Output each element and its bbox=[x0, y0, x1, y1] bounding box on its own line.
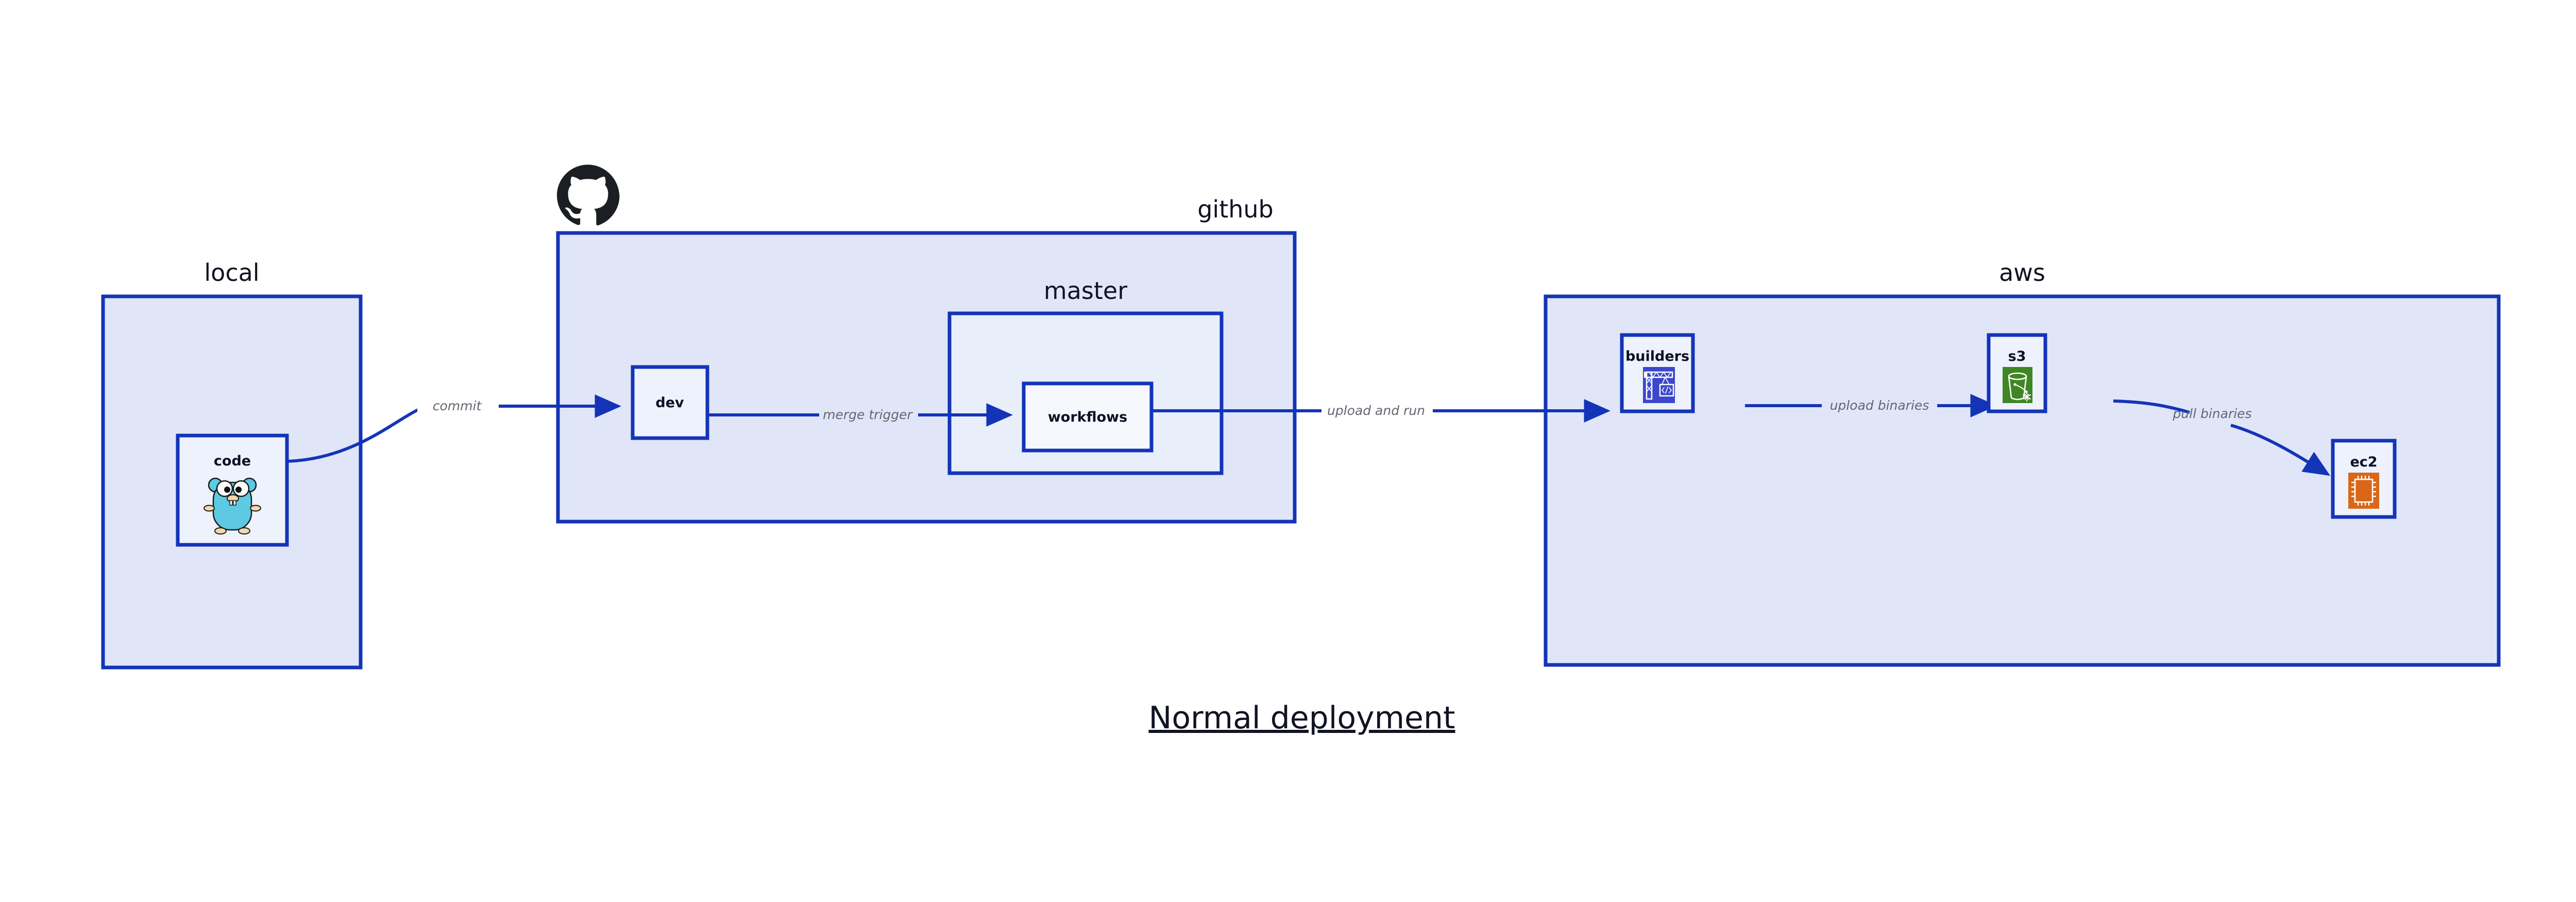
go-gopher-icon bbox=[204, 477, 261, 534]
edge-pull-binaries-label: pull binaries bbox=[2172, 406, 2251, 421]
node-s3[interactable]: s3 bbox=[1987, 333, 2047, 413]
node-code-label: code bbox=[214, 453, 251, 469]
node-code[interactable]: code bbox=[176, 433, 289, 547]
node-workflows-label: workflows bbox=[1048, 409, 1127, 425]
diagram-title: Normal deployment bbox=[1148, 700, 1455, 736]
node-s3-label: s3 bbox=[2008, 348, 2026, 364]
edge-pull-binaries-path-a bbox=[2113, 399, 2190, 414]
aws-s3-icon bbox=[2003, 367, 2032, 403]
edge-pull-binaries: pull binaries bbox=[2113, 399, 2331, 476]
group-github: github master bbox=[556, 195, 1297, 524]
group-aws-label: aws bbox=[1999, 259, 2045, 287]
edge-upload-and-run-label-bg bbox=[1321, 402, 1433, 420]
edge-upload-binaries-label: upload binaries bbox=[1830, 398, 1929, 413]
node-dev-box[interactable] bbox=[631, 365, 709, 440]
edge-upload-binaries: upload binaries bbox=[1745, 394, 1997, 417]
edge-merge-trigger-label: merge trigger bbox=[823, 407, 913, 422]
edge-commit: commit bbox=[286, 394, 622, 463]
github-mark-icon bbox=[557, 164, 620, 226]
group-github-label: github bbox=[1197, 195, 1274, 223]
node-ec2-label: ec2 bbox=[2350, 454, 2377, 470]
edge-upload-and-run-label: upload and run bbox=[1327, 403, 1425, 418]
node-workflows[interactable]: workflows bbox=[1022, 381, 1154, 453]
aws-ec2-icon bbox=[2348, 473, 2379, 509]
edge-commit-label-bg bbox=[417, 397, 499, 415]
subgroup-master-label: master bbox=[1044, 277, 1127, 305]
edge-pull-binaries-path-b bbox=[2230, 424, 2331, 476]
node-workflows-box[interactable] bbox=[1022, 381, 1154, 453]
node-builders[interactable]: builders bbox=[1620, 333, 1695, 413]
node-ec2[interactable]: ec2 bbox=[2331, 439, 2397, 519]
node-dev[interactable]: dev bbox=[631, 365, 709, 440]
edge-commit-label: commit bbox=[433, 398, 482, 413]
node-dev-label: dev bbox=[655, 395, 684, 411]
edge-merge-trigger-label-bg bbox=[819, 406, 918, 424]
edge-upload-and-run: upload and run bbox=[1151, 399, 1611, 423]
group-local-label: local bbox=[204, 259, 259, 287]
node-builders-label: builders bbox=[1625, 348, 1689, 364]
edge-upload-binaries-label-bg bbox=[1822, 396, 1937, 415]
edge-merge-trigger: merge trigger bbox=[707, 403, 1013, 427]
aws-codebuild-icon bbox=[1643, 367, 1675, 403]
